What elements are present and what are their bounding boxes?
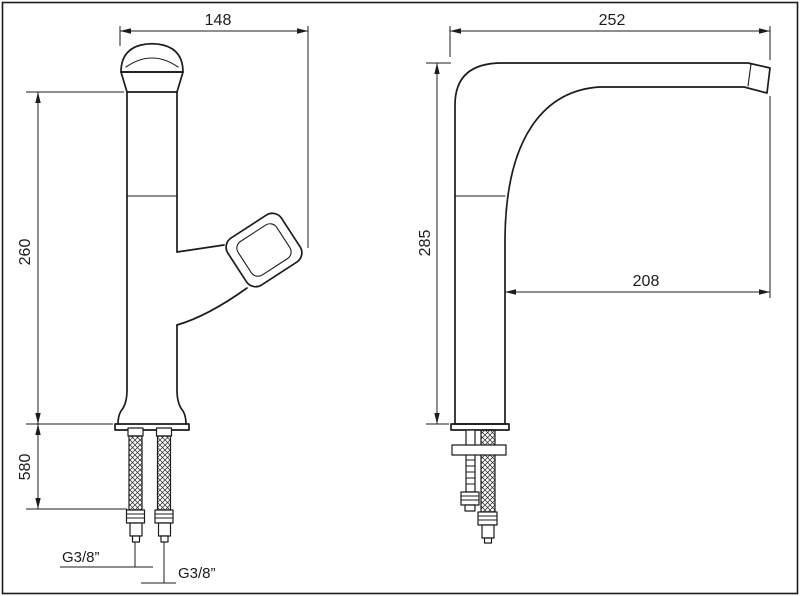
base-plate-side <box>450 423 510 431</box>
stud-nut-threads <box>460 495 480 501</box>
hose-left-braid <box>128 435 143 511</box>
side-dimensions <box>426 26 771 425</box>
handle-knob-outer <box>225 212 303 288</box>
hose-nut-side <box>477 511 498 526</box>
faucet-profile-side <box>454 62 771 425</box>
side-depth-dim-label: 252 <box>599 12 626 29</box>
spout-head-inner-line <box>125 57 179 68</box>
side-height-dim-label: 285 <box>417 230 434 257</box>
arrow-148-left <box>120 28 131 34</box>
spout-head-band <box>120 71 184 93</box>
side-view <box>450 62 771 544</box>
arrow-208-left <box>505 289 516 295</box>
arrow-208-right <box>759 289 770 295</box>
spout-tip-line <box>747 63 752 87</box>
hose-nut-side-threads <box>477 515 498 521</box>
hose-braid-side <box>480 429 496 513</box>
under-counter-assembly <box>451 429 507 544</box>
hose-left-end <box>131 535 141 543</box>
front-view <box>114 42 303 543</box>
front-height-dim-label: 260 <box>17 239 34 266</box>
stud-threads <box>465 459 476 485</box>
hose-right-fitting <box>155 427 173 437</box>
mounting-stud <box>465 429 476 493</box>
hose-right-end <box>160 535 169 543</box>
arrow-580-top <box>35 424 41 435</box>
thread-size-right-label: G3/8” <box>178 565 216 582</box>
hose-end-side <box>483 537 493 544</box>
hose-tail-side <box>481 524 495 539</box>
leader-thread-left <box>60 542 153 568</box>
base-plate-front <box>114 423 190 431</box>
handle-knob <box>225 212 303 288</box>
stud-nut <box>460 491 480 506</box>
arrow-260-bottom <box>35 413 41 424</box>
arrow-252-left <box>450 28 461 34</box>
mounting-washer <box>451 444 507 456</box>
arrow-285-top <box>434 63 440 74</box>
hose-right-tail <box>157 522 172 537</box>
supply-hoses-front <box>125 427 174 543</box>
hose-right-nut-threads <box>154 513 174 519</box>
arrow-148-right <box>297 28 308 34</box>
handle-knob-face <box>236 223 292 277</box>
hose-left-nut-threads <box>126 513 145 519</box>
spout-reach-dim-label: 208 <box>633 273 660 290</box>
hose-left-nut <box>125 509 146 524</box>
spout-head-dome <box>120 42 184 73</box>
front-dimensions <box>26 26 309 584</box>
thread-size-left-label: G3/8” <box>62 549 100 566</box>
handle-neck-upper-edge <box>176 244 225 253</box>
handle-neck-lower-edge <box>176 287 248 326</box>
faucet-body-front <box>117 91 187 425</box>
hose-left-tail <box>129 522 143 537</box>
arrow-260-top <box>35 92 41 103</box>
arrow-285-bottom <box>434 413 440 424</box>
front-width-dim-label: 148 <box>205 12 232 29</box>
leader-thread-right <box>141 542 176 584</box>
hose-right-braid <box>156 435 172 511</box>
hose-length-dim-label: 580 <box>17 454 34 481</box>
stud-end <box>464 504 476 512</box>
arrow-580-bottom <box>35 498 41 509</box>
hose-right-nut <box>154 509 174 524</box>
hose-left-fitting <box>127 427 144 437</box>
arrow-252-right <box>759 28 770 34</box>
